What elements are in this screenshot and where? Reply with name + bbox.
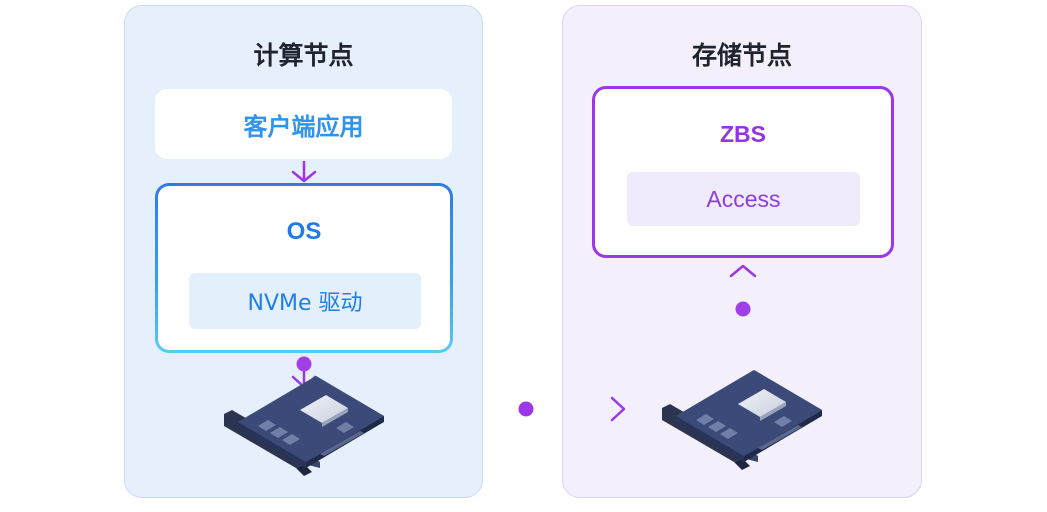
nvme-card-icon [662, 370, 822, 470]
zbs-box: ZBS Access [592, 86, 894, 258]
nvme-card-icon [224, 376, 384, 476]
arrow-right-icon [402, 396, 626, 422]
access-chip: Access [627, 172, 860, 226]
arrow-up-icon [729, 264, 757, 366]
nvme-driver-chip: NVMe 驱动 [189, 273, 421, 329]
client-app-box: 客户端应用 [155, 89, 452, 159]
os-box: OS NVMe 驱动 [155, 183, 453, 353]
storage-node-title: 存储节点 [691, 41, 792, 70]
compute-node-title: 计算节点 [253, 41, 354, 70]
zbs-title: ZBS [720, 121, 766, 147]
os-title: OS [286, 218, 322, 245]
arrow-down-icon [291, 161, 317, 183]
